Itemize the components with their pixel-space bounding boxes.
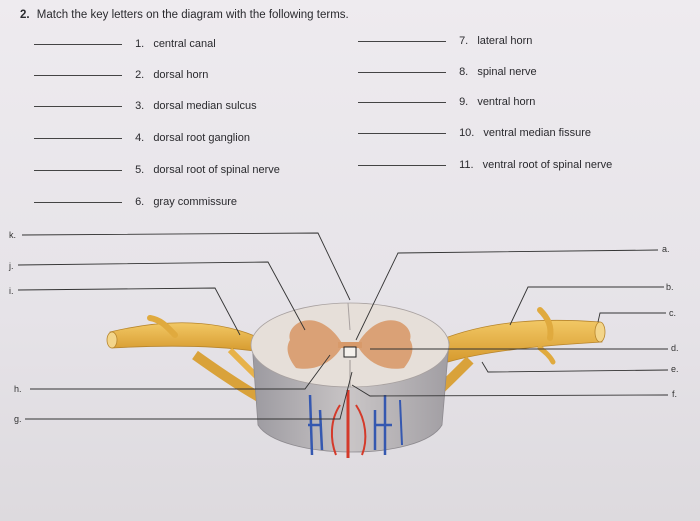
term-label: ventral horn bbox=[477, 96, 536, 108]
term-number: 9. bbox=[459, 96, 469, 108]
label-h: h. bbox=[14, 384, 22, 394]
term-number: 2. bbox=[135, 69, 145, 81]
term-label: dorsal root ganglion bbox=[153, 132, 250, 144]
term-label: ventral median fissure bbox=[483, 127, 592, 139]
answer-blank-6[interactable] bbox=[34, 201, 122, 203]
term-number: 10. bbox=[459, 127, 475, 139]
term-number: 8. bbox=[459, 66, 469, 78]
term-number: 1. bbox=[135, 38, 145, 50]
answer-blank-10[interactable] bbox=[358, 132, 446, 134]
label-g: g. bbox=[14, 414, 22, 424]
answer-blank-2[interactable] bbox=[34, 74, 122, 76]
question-number: 2. bbox=[20, 9, 30, 21]
term-row-5: 5. dorsal root of spinal nerve bbox=[34, 164, 280, 176]
term-label: dorsal root of spinal nerve bbox=[153, 164, 280, 176]
term-label: dorsal median sulcus bbox=[153, 100, 257, 112]
left-leader-lines bbox=[17, 232, 353, 420]
term-number: 6. bbox=[135, 196, 145, 208]
label-b: b. bbox=[666, 282, 674, 292]
term-row-4: 4. dorsal root ganglion bbox=[34, 132, 250, 144]
term-row-3: 3. dorsal median sulcus bbox=[34, 100, 257, 112]
term-row-7: 7. lateral horn bbox=[358, 35, 532, 47]
answer-blank-3[interactable] bbox=[34, 105, 122, 107]
term-label: spinal nerve bbox=[477, 66, 537, 78]
label-c: c. bbox=[669, 308, 677, 318]
question-heading: 2. Match the key letters on the diagram … bbox=[20, 9, 349, 21]
dorsal-median-sulcus-mark bbox=[347, 302, 351, 331]
label-e: e. bbox=[671, 364, 679, 374]
term-number: 4. bbox=[135, 132, 145, 144]
answer-blank-1[interactable] bbox=[34, 43, 122, 45]
term-number: 7. bbox=[459, 35, 469, 47]
term-number: 3. bbox=[135, 100, 145, 112]
term-row-6: 6. gray commissure bbox=[34, 196, 237, 208]
term-label: gray commissure bbox=[153, 196, 238, 208]
answer-blank-4[interactable] bbox=[34, 137, 122, 139]
label-f: f. bbox=[672, 389, 678, 399]
answer-blank-8[interactable] bbox=[358, 71, 446, 73]
answer-blank-7[interactable] bbox=[358, 40, 446, 42]
gray-matter bbox=[287, 320, 413, 369]
term-label: ventral root of spinal nerve bbox=[482, 159, 613, 171]
term-row-11: 11. ventral root of spinal nerve bbox=[358, 159, 612, 171]
label-k: k. bbox=[9, 230, 17, 240]
label-i: i. bbox=[9, 286, 14, 296]
answer-blank-9[interactable] bbox=[358, 101, 446, 103]
label-d: d. bbox=[671, 343, 679, 353]
label-a: a. bbox=[662, 244, 670, 254]
blood-vessels bbox=[308, 390, 403, 458]
term-row-9: 9. ventral horn bbox=[358, 96, 535, 108]
question-text: Match the key letters on the diagram wit… bbox=[36, 9, 349, 21]
answer-blank-5[interactable] bbox=[34, 169, 122, 171]
term-label: lateral horn bbox=[477, 35, 533, 47]
right-leader-lines bbox=[351, 249, 669, 397]
central-canal-marker bbox=[343, 346, 357, 358]
term-number: 11. bbox=[459, 159, 474, 171]
term-row-10: 10. ventral median fissure bbox=[358, 127, 591, 139]
term-label: central canal bbox=[153, 38, 216, 50]
term-number: 5. bbox=[135, 164, 145, 176]
term-row-8: 8. spinal nerve bbox=[358, 66, 537, 78]
term-label: dorsal horn bbox=[153, 69, 209, 81]
label-j: j. bbox=[9, 261, 14, 271]
term-row-2: 2. dorsal horn bbox=[34, 69, 208, 81]
term-row-1: 1. central canal bbox=[34, 38, 216, 50]
answer-blank-11[interactable] bbox=[358, 164, 446, 166]
